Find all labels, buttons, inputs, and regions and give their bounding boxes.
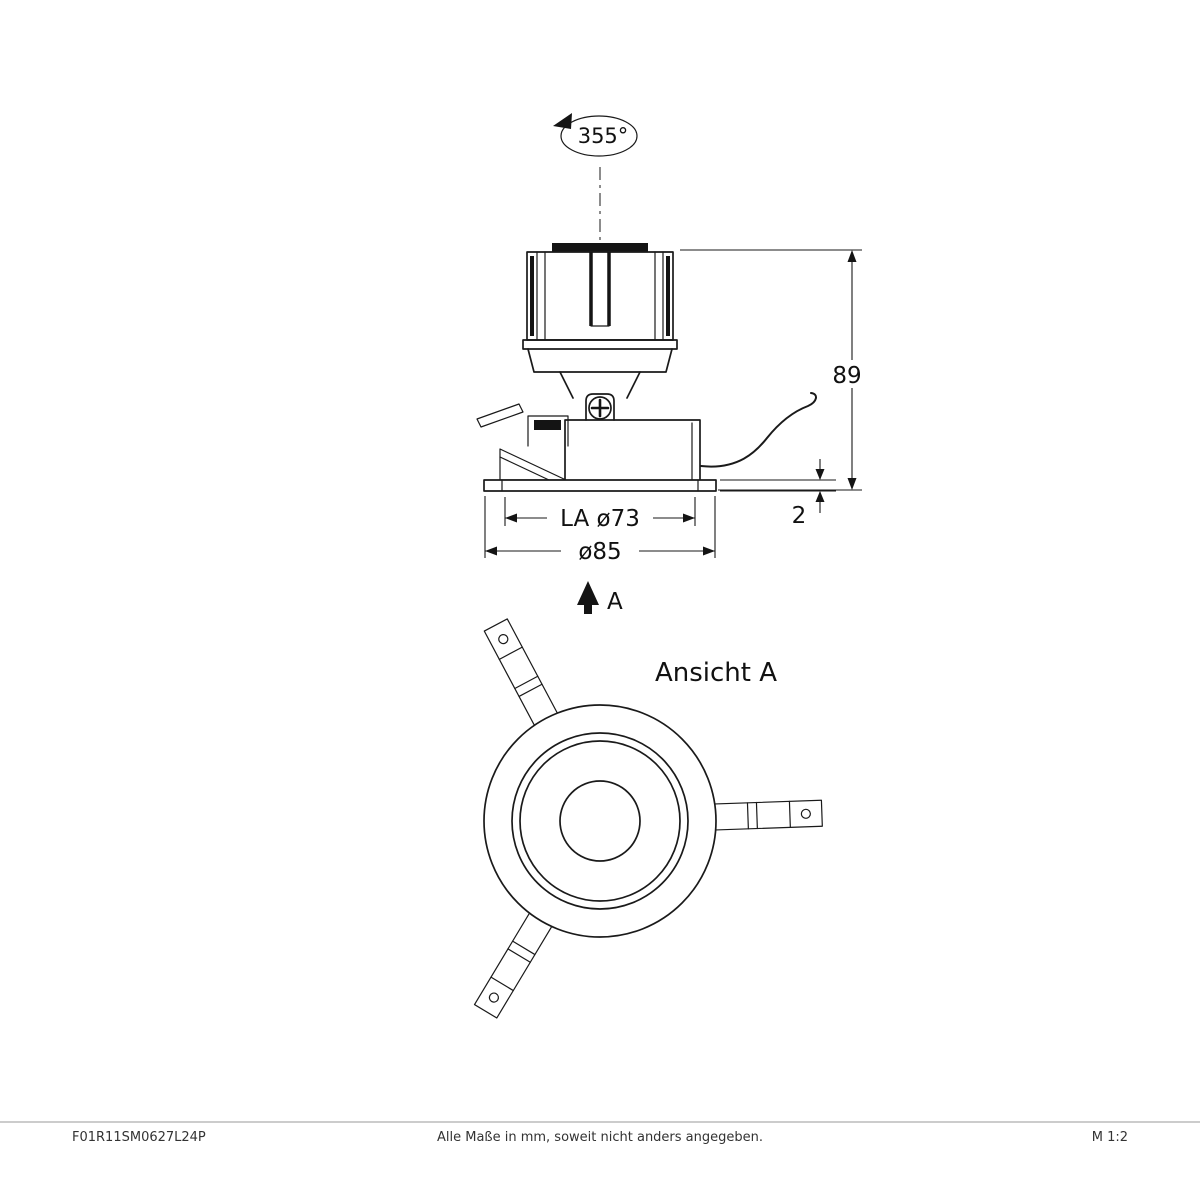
cutout-extension-lines — [504, 497, 696, 526]
arrow-down-icon — [847, 478, 857, 490]
flange-extension-lines — [720, 479, 836, 492]
clip-wedge-inner — [499, 456, 550, 481]
yoke-neck — [559, 371, 641, 399]
footer-article-number: F01R11SM0627L24P — [72, 1130, 206, 1145]
dimension-cutout: LA ø73 — [504, 497, 696, 532]
connection-cable — [700, 392, 817, 468]
dimension-flange-thickness: 2 — [720, 459, 836, 529]
clip-strap — [710, 799, 823, 831]
yoke-collar — [522, 339, 678, 350]
housing-outline — [564, 419, 701, 481]
mounting-flange — [483, 479, 717, 492]
head-fin-left-shade — [530, 256, 534, 336]
bezel-inner-circle — [519, 740, 681, 902]
clip-lever — [476, 403, 524, 428]
arrow-left-icon — [485, 546, 497, 556]
outer-extension-lines — [484, 496, 716, 558]
screw-cross-icon — [590, 398, 610, 418]
bezel-outer-circle — [511, 732, 689, 910]
mounting-clip-bottom-left — [473, 909, 555, 1019]
head-fin-inner-lines — [536, 251, 664, 341]
arrow-right-icon — [683, 513, 695, 523]
dimension-outer-label: ø85 — [578, 539, 621, 565]
spring-clip-side — [476, 403, 569, 481]
view-direction-label: A — [607, 589, 623, 615]
arrow-right-icon — [703, 546, 715, 556]
dimension-height: 89 — [680, 249, 866, 491]
mounting-clip-top-left — [483, 618, 560, 729]
rotation-angle-label: 355° — [578, 124, 629, 148]
rotation-indicator: 355° — [553, 113, 638, 157]
fixture-yoke — [522, 339, 678, 421]
mounting-clip-right — [710, 799, 823, 831]
fixture-head — [526, 243, 674, 341]
rotation-arrowhead-icon — [553, 113, 572, 129]
clip-spring-block — [534, 420, 561, 430]
yoke-taper — [527, 348, 673, 373]
arrow-down-icon — [815, 469, 825, 480]
footer-scale: M 1:2 — [1092, 1130, 1128, 1145]
luminaire-elevation — [476, 243, 817, 492]
lens-circle — [559, 780, 641, 862]
flange-rim-ticks — [501, 479, 699, 492]
driver-housing — [564, 419, 701, 481]
led-module-top — [552, 243, 648, 252]
head-outline — [526, 251, 674, 341]
flange-outline — [483, 479, 717, 492]
clip-strap — [483, 618, 560, 729]
clip-strap — [473, 909, 555, 1019]
adjustment-screw — [588, 396, 612, 420]
footer-note: Alle Maße in mm, soweit nicht anders ang… — [437, 1130, 763, 1145]
clip-segments — [498, 646, 543, 698]
head-fin-right-shade — [666, 256, 670, 336]
head-center-slot — [589, 252, 611, 326]
head-body-lines — [544, 251, 656, 341]
clip-hole — [498, 634, 509, 645]
dimension-cutout-label: LA ø73 — [560, 506, 640, 532]
height-extension-lines — [680, 249, 862, 491]
clip-bracket — [527, 415, 569, 447]
clip-wedge — [499, 448, 567, 481]
view-direction-arrow: A — [577, 581, 623, 615]
trim-outer-circle — [483, 704, 717, 938]
dimension-flange-label: 2 — [792, 503, 807, 529]
arrow-up-icon — [847, 250, 857, 262]
clip-segments — [746, 800, 791, 830]
plan-view: Ansicht A — [473, 618, 823, 1019]
view-title: Ansicht A — [655, 658, 777, 688]
clip-hole — [488, 992, 500, 1003]
dimension-outer: ø85 — [484, 496, 716, 565]
height-label-mask — [828, 360, 866, 388]
clip-hole — [800, 808, 811, 819]
footer: F01R11SM0627L24P Alle Maße in mm, soweit… — [0, 1121, 1200, 1145]
arrow-left-icon — [505, 513, 517, 523]
view-arrow-up-icon — [577, 581, 599, 614]
dimension-height-label: 89 — [832, 363, 861, 389]
arrow-up-icon — [815, 491, 825, 502]
clip-segments — [490, 940, 536, 992]
screw-plate — [585, 393, 615, 421]
rotation-ellipse — [560, 115, 638, 157]
